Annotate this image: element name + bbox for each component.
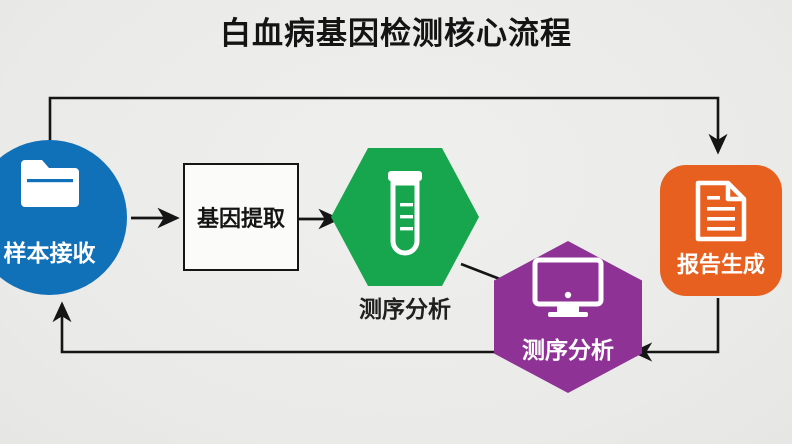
monitor-icon <box>494 257 642 319</box>
connector-report-to-sample-bottom <box>52 301 560 354</box>
node-gene-extraction[interactable]: 基因提取 <box>183 163 299 271</box>
node-label-report-generation: 报告生成 <box>676 252 765 277</box>
node-sample-reception[interactable]: 样本接收 <box>0 140 127 295</box>
connector-report-to-purple-bottom <box>631 298 720 362</box>
page-title: 白血病基因检测核心流程 <box>220 16 572 51</box>
node-label-gene-extraction: 基因提取 <box>196 206 285 231</box>
node-label-sequencing-analysis-green: 测序分析 <box>359 296 451 322</box>
node-report-generation[interactable]: 报告生成 <box>660 165 782 296</box>
connector-sample-to-report-top <box>48 96 728 160</box>
document-icon <box>660 179 782 243</box>
node-sequencing-analysis-purple[interactable]: 测序分析 <box>494 241 642 393</box>
node-label-sequencing-analysis-purple: 测序分析 <box>522 337 614 363</box>
node-label-sample-reception: 样本接收 <box>3 240 96 266</box>
test-tube-icon <box>331 169 479 263</box>
folder-icon <box>0 158 127 210</box>
node-sequencing-analysis-green[interactable]: 测序分析 <box>331 148 479 322</box>
connector-sequencing-green-to-purple <box>460 262 506 283</box>
